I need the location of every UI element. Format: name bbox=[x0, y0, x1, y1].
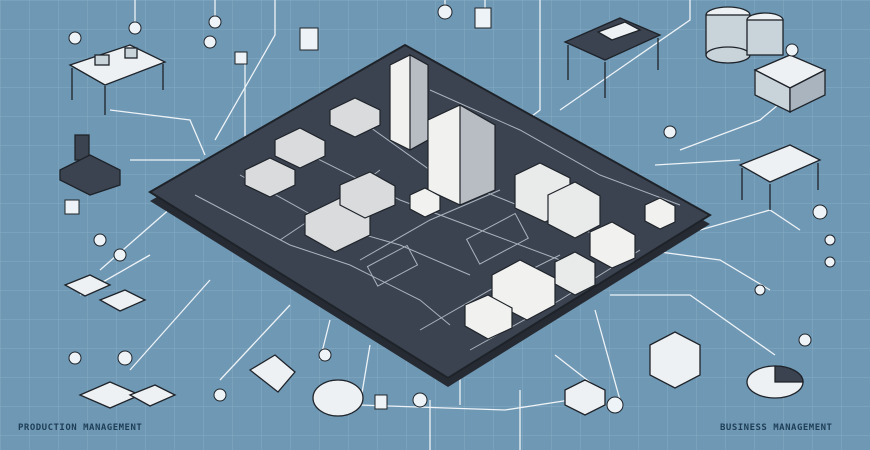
badge bbox=[299, 27, 319, 51]
desk-icon bbox=[68, 44, 167, 115]
badge bbox=[234, 51, 248, 65]
gear-icon bbox=[824, 256, 836, 268]
desk-right-icon bbox=[563, 17, 662, 98]
badges bbox=[64, 7, 492, 410]
gear-icon bbox=[318, 348, 332, 362]
gear-icon bbox=[754, 284, 766, 296]
badge bbox=[64, 199, 80, 215]
gear-icon bbox=[203, 35, 217, 49]
gear-icon bbox=[208, 15, 222, 29]
caption-business: BUSINESS MANAGEMENT bbox=[720, 423, 833, 433]
robot-icon bbox=[312, 379, 364, 417]
factory-icon bbox=[59, 134, 121, 196]
document-icon bbox=[564, 331, 701, 416]
gear-icon bbox=[824, 234, 836, 246]
gear-icon bbox=[606, 396, 624, 414]
gear-icon bbox=[213, 388, 227, 402]
gear-icon bbox=[785, 43, 799, 57]
chart-icon bbox=[746, 365, 804, 399]
gear-icon bbox=[128, 21, 142, 35]
gear-icon bbox=[113, 248, 127, 262]
gear-icon bbox=[68, 31, 82, 45]
outer-objects bbox=[59, 6, 827, 417]
shield-icon bbox=[248, 354, 296, 393]
server-stack-icon bbox=[705, 6, 827, 114]
gear-icon bbox=[412, 392, 428, 408]
buildings bbox=[244, 53, 676, 340]
gear-icon bbox=[663, 125, 677, 139]
gear-icons bbox=[68, 4, 836, 414]
caption-production: PRODUCTION MANAGEMENT bbox=[18, 423, 143, 433]
gear-icon bbox=[812, 204, 828, 220]
gear-icon bbox=[437, 4, 453, 20]
gear-icon bbox=[68, 351, 82, 365]
station-icon bbox=[63, 274, 177, 409]
gear-icon bbox=[93, 233, 107, 247]
badge bbox=[474, 7, 492, 29]
gear-icon bbox=[798, 333, 812, 347]
machine-right-icon bbox=[738, 144, 822, 210]
badge bbox=[374, 394, 388, 410]
gear-icon bbox=[117, 350, 133, 366]
connector-lines bbox=[79, 0, 801, 450]
